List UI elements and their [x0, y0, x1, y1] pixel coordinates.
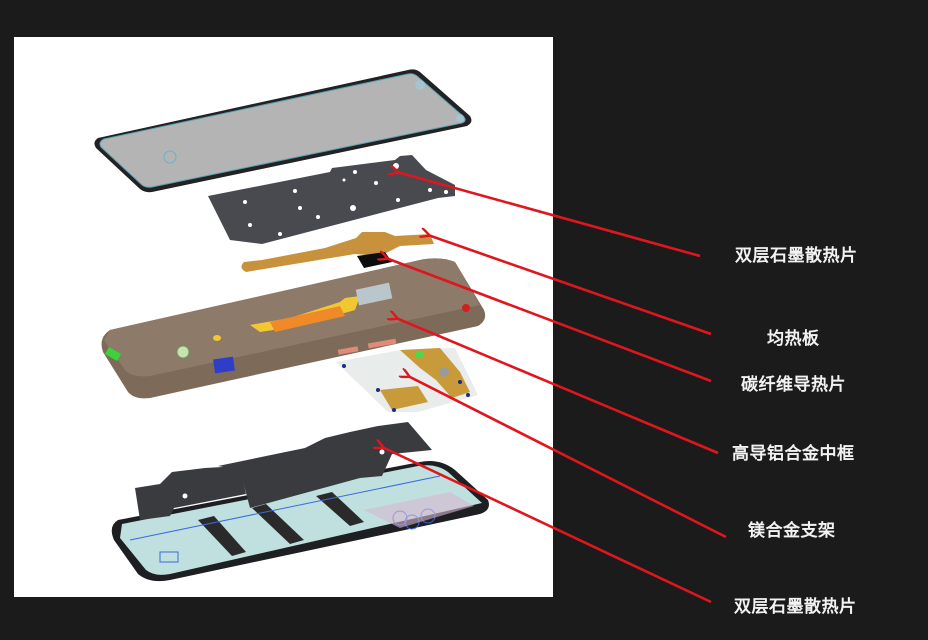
label-graphite-sheet-bottom: 双层石墨散热片 [734, 597, 857, 617]
label-carbon-fiber-sheet: 碳纤维导热片 [741, 375, 846, 395]
display-panel [94, 69, 472, 193]
label-graphite-sheet-top: 双层石墨散热片 [735, 246, 858, 266]
magnesium-bracket [336, 348, 478, 412]
vapor-chamber [241, 232, 434, 272]
callout-arrows [382, 172, 727, 604]
aluminum-midframe [101, 258, 486, 399]
label-aluminum-midframe: 高导铝合金中框 [732, 444, 855, 464]
arrow-midframe [396, 318, 719, 455]
label-vapor-chamber: 均热板 [767, 329, 820, 349]
label-magnesium-bracket: 镁合金支架 [748, 521, 836, 541]
arrow-graphite-bottom [382, 447, 712, 604]
arrow-vapor-chamber [428, 235, 712, 336]
graphite-sheet-top [208, 155, 455, 244]
arrow-carbon-fiber [386, 258, 712, 383]
arrow-mg-bracket [408, 376, 727, 539]
rear-board-assembly [111, 461, 489, 582]
arrow-graphite-top [397, 172, 701, 258]
